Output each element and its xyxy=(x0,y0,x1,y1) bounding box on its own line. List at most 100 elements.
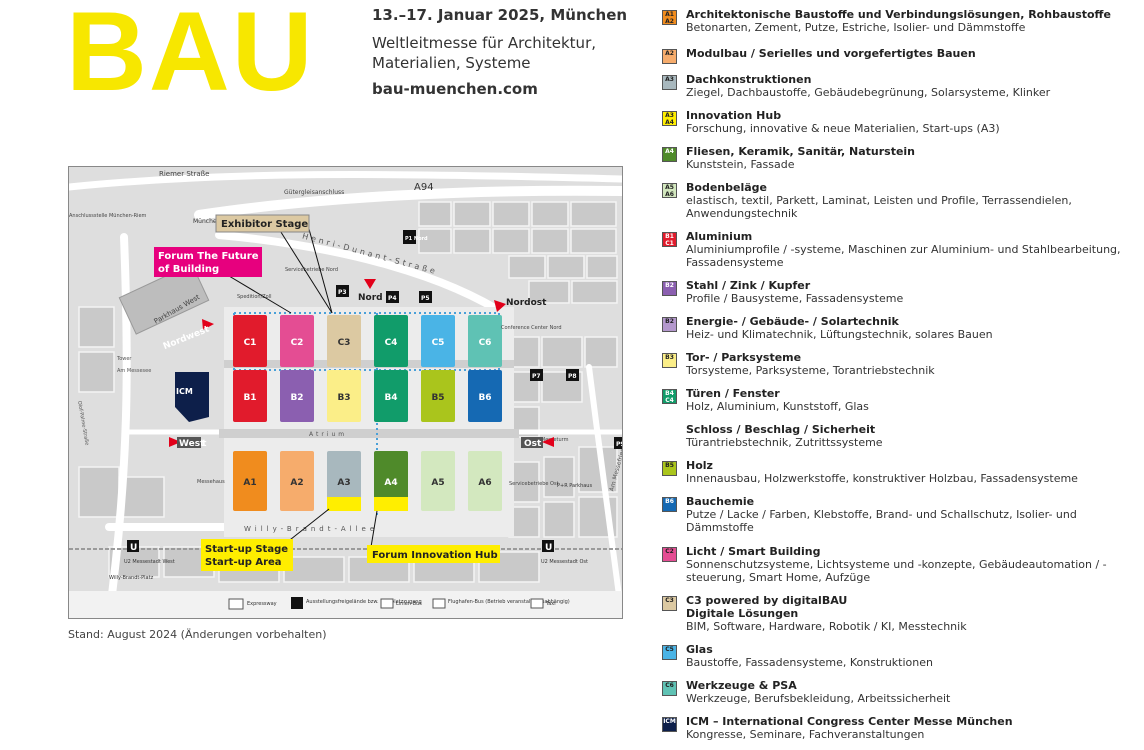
hall-label-b3: B3 xyxy=(337,393,350,403)
hall-a3[interactable] xyxy=(327,451,361,511)
legend-description: Betonarten, Zement, Putze, Estriche, Iso… xyxy=(686,21,1026,34)
hall-a1[interactable] xyxy=(233,451,267,511)
event-date: 13.–17. Januar 2025, München xyxy=(372,6,628,24)
hall-label-b6: B6 xyxy=(478,393,491,403)
place-service-ost: Servicebetriebe Ost xyxy=(509,481,559,487)
entrance-ost: Ost xyxy=(524,439,542,449)
svg-text:U: U xyxy=(545,543,552,553)
place-u2-ost: U2 Messestadt Ost xyxy=(541,559,588,565)
legend-swatch: B5 xyxy=(662,461,677,476)
legend-description: Sonnenschutzsysteme, Lichtsysteme und -k… xyxy=(686,558,1107,584)
legend-title: Holz xyxy=(686,459,713,472)
legend-title: Bodenbeläge xyxy=(686,181,767,194)
legend-title: Bauchemie xyxy=(686,495,755,508)
parking-p7: P7 xyxy=(532,373,541,380)
hall-label-c4: C4 xyxy=(385,338,398,348)
legend-description: Heiz- und Klimatechnik, Lüftungstechnik,… xyxy=(686,328,993,341)
legend-swatch: A1 A2 xyxy=(662,10,677,25)
hall-label-c5: C5 xyxy=(432,338,445,348)
road-label-willy: Willy-Brandt-Allee xyxy=(244,525,378,533)
hall-c2[interactable] xyxy=(280,315,314,367)
hall-a2[interactable] xyxy=(280,451,314,511)
map-legend-expressway: Expressway xyxy=(247,601,277,607)
parking-p1: P1 Nord xyxy=(405,236,428,242)
tagline-line-2: Materialien, Systeme xyxy=(372,54,531,72)
map-legend-flughafen: Flughafen-Bus (Betrieb veranstaltungsabh… xyxy=(448,599,570,605)
legend-description: Profile / Bausysteme, Fassadensysteme xyxy=(686,292,904,305)
road-label-riem: Anschlussstelle München-Riem xyxy=(69,213,147,219)
hall-label-c1: C1 xyxy=(244,338,257,348)
place-tower: Tower xyxy=(116,356,132,362)
u-bahn-ost-icon xyxy=(542,540,554,552)
legend-title: C3 powered by digitalBAU xyxy=(686,594,848,607)
map-legend-linienbus: Linien-Bus xyxy=(396,601,422,607)
road-label-a94: A94 xyxy=(414,182,434,193)
hall-b5[interactable] xyxy=(421,370,455,422)
place-messe-haus: Messehaus xyxy=(197,479,225,485)
map-legend: Expressway Ausstellungsfreigelände bzw. … xyxy=(228,597,570,610)
place-pr-parkhaus: P+R Parkhaus xyxy=(557,483,592,489)
legend-title: Dachkonstruktionen xyxy=(686,73,812,86)
hall-label-c2: C2 xyxy=(291,338,304,348)
hall-c5[interactable] xyxy=(421,315,455,367)
entrance-nord-icon xyxy=(364,279,376,289)
parking-p8: P8 xyxy=(568,373,577,380)
legend-title-2: Digitale Lösungen xyxy=(686,607,799,620)
forum-future-label-2: of Building xyxy=(158,264,219,275)
hall-b6[interactable] xyxy=(468,370,502,422)
u-bahn-west-icon xyxy=(127,540,139,552)
legend-description: Innenausbau, Holzwerkstoffe, konstruktiv… xyxy=(686,472,1078,485)
fairground xyxy=(224,307,514,537)
atrium xyxy=(219,429,519,438)
legend-title: Licht / Smart Building xyxy=(686,545,821,558)
forum-innovation-label: Forum Innovation Hub xyxy=(372,550,498,561)
entrance-nordwest-icon xyxy=(202,319,214,330)
road-label-riemer: Riemer Straße xyxy=(159,170,209,178)
hall-label-b4: B4 xyxy=(384,393,397,403)
hall-a6[interactable] xyxy=(468,451,502,511)
legend-swatch: A3 xyxy=(662,75,677,90)
hall-b1[interactable] xyxy=(233,370,267,422)
road-label-gueterglei: Gütergleisanschluss xyxy=(284,189,344,196)
legend-description: Holz, Aluminium, Kunststoff, Glas xyxy=(686,400,869,413)
legend-swatch: C2 xyxy=(662,547,677,562)
hall-c1[interactable] xyxy=(233,315,267,367)
startup-stage-label-2: Start-up Area xyxy=(205,557,282,568)
place-icm: ICM xyxy=(176,387,193,396)
legend-swatch: A3 A4 xyxy=(662,111,677,126)
legend-title: Innovation Hub xyxy=(686,109,782,122)
hall-c4[interactable] xyxy=(374,315,408,367)
hall-label-b5: B5 xyxy=(431,393,444,403)
hall-b3[interactable] xyxy=(327,370,361,422)
legend-title: Architektonische Baustoffe und Verbindun… xyxy=(686,8,1111,21)
hall-label-b2: B2 xyxy=(290,393,303,403)
icm-building xyxy=(175,372,209,422)
stand-note: Stand: August 2024 (Änderungen vorbehalt… xyxy=(68,628,327,641)
legend-title: Stahl / Zink / Kupfer xyxy=(686,279,811,292)
hall-c3[interactable] xyxy=(327,315,361,367)
hall-a4[interactable] xyxy=(374,451,408,511)
hall-b4[interactable] xyxy=(374,370,408,422)
legend-title: Tor- / Parksysteme xyxy=(686,351,802,364)
hall-label-a1: A1 xyxy=(243,478,256,488)
legend-swatch: C3 xyxy=(662,596,677,611)
exhibitor-stage-label: Exhibitor Stage xyxy=(221,219,308,230)
legend-title: Glas xyxy=(686,643,713,656)
road-label-atrium: Atrium xyxy=(309,431,347,438)
legend-swatch: A2 xyxy=(662,49,677,64)
website-link[interactable]: bau-muenchen.com xyxy=(372,80,538,98)
entrance-ost-icon xyxy=(542,437,554,447)
hall-c6[interactable] xyxy=(468,315,502,367)
place-u2-west: U2 Messestadt West xyxy=(124,559,175,565)
hall-a5[interactable] xyxy=(421,451,455,511)
legend-title: Schloss / Beschlag / Sicherheit xyxy=(686,423,876,436)
legend-swatch: B6 xyxy=(662,497,677,512)
hall-label-c6: C6 xyxy=(479,338,492,348)
legend-description: Türantriebstechnik, Zutrittssysteme xyxy=(686,436,883,449)
tagline-line-1: Weltleitmesse für Architektur, xyxy=(372,34,597,52)
hall-b2[interactable] xyxy=(280,370,314,422)
map-legend-taxi: Taxi xyxy=(545,601,556,607)
legend-description: Torsysteme, Parksysteme, Torantriebstech… xyxy=(686,364,935,377)
entrance-nordost: Nordost xyxy=(506,298,547,308)
